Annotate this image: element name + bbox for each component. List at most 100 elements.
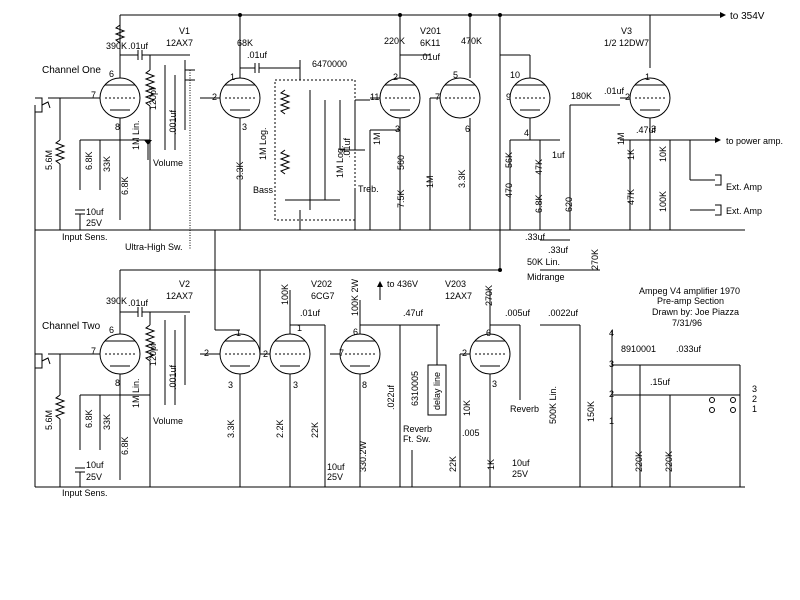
reverb-label: Reverb [510,404,539,414]
v2b-pin-3: 3 [228,380,233,390]
reverb-sw-1: Reverb [403,424,432,434]
v201-pin-6: 6 [465,124,470,134]
v1-pin-6: 6 [109,69,114,79]
component-value-components_v3-6: 620 [564,197,574,212]
component-value-components_ch1b-4: 560 [396,155,406,170]
component-value-components_ch2-6: 6.8K [84,409,94,428]
v203-name: V203 [445,279,466,289]
v201-name: V201 [420,26,441,36]
ext1-label: Ext. Amp [726,182,762,192]
v2-pin-7: 7 [91,346,96,356]
c201-220k: 220K [384,36,405,46]
component-value-components_ch1-4: 1M Lin. [131,120,141,150]
part-tone: 6470000 [312,59,347,69]
component-value-components_ch1-3: .001uf [168,109,178,135]
v203-pin-4: 4 [524,128,529,138]
component-value-components_ch2b-3: 270K [484,285,494,306]
input-sens-2-label: Input Sens. [62,488,108,498]
component-value-components_v3-12: 1M [616,132,626,145]
component-value-components_ch1b-6: 1M [425,175,435,188]
treble-label: Treb. [358,184,379,194]
v201-pin-3: 3 [395,124,400,134]
v2-pin-8: 8 [115,378,120,388]
v203-pin-10: 10 [510,70,520,80]
component-value-components_ch1-7: 33K [102,156,112,172]
component-value-components_ch2b-9: 10uf [512,458,530,468]
component-value-components_ch2-3: .001uf [168,364,178,390]
v203-type: 12AX7 [445,291,472,301]
v203-pin-9: 9 [506,92,511,102]
component-value-components_ch2b-17: 220K [664,451,674,472]
v1b-pin-2: 2 [212,92,217,102]
info-line-3: Drawn by: Joe Piazza [652,307,739,317]
c201-01uf: .01uf [420,52,441,62]
c1-390k: 390K [106,41,127,51]
v201-section [369,30,481,230]
component-value-components_v3-13: 1K [626,149,636,160]
component-value-components_ch2b-8: 1K [486,459,496,470]
component-value-components_v3-5: 6.8K [534,194,544,213]
component-value-components_v3-2: 56K [504,152,514,168]
component-value-components_ch2-16: 10uf [327,462,345,472]
channel-one-label: Channel One [42,65,101,76]
v202-name: V202 [311,279,332,289]
c1-01uf-b: .01uf [247,50,268,60]
c3-47uf: .47uf [636,125,657,135]
out-pin-3: 3 [752,384,757,394]
component-value-components_ch2b-15: .15uf [650,377,671,387]
channel-one-section: Channel One Input Sens. Ultra-High Sw. [35,24,195,252]
component-value-components_v3-16: 10K [658,146,668,162]
v201-pin-2: 2 [393,72,398,82]
component-value-components_ch1b-7: 3.3K [457,169,467,188]
c2-390k: 390K [106,296,127,306]
v202-type: 6CG7 [311,291,335,301]
v2-pin-6: 6 [109,325,114,335]
v1b-pin-3: 3 [242,122,247,132]
component-value-components_ch2-18: 330.2W [358,440,368,472]
c1-68k: 68K [237,38,253,48]
component-value-components_v3-8: .33uf [525,232,546,242]
component-value-components_ch2b-5: 10K [462,400,472,416]
component-value-components_ch2b-2: .022uf [386,384,396,410]
v3-pin-1: 1 [645,72,650,82]
v203b-pin-2: 2 [462,348,467,358]
input-sens-1-label: Input Sens. [62,232,108,242]
component-value-components_ch2-8: 6.8K [120,436,130,455]
v2b-pin-2: 2 [204,348,209,358]
ch2-right-section [200,230,741,487]
component-value-components_ch1-5: 5.6M [44,150,54,170]
component-value-components_ch1b-8: .01uf [342,137,352,158]
sw-pin-3: 3 [609,359,614,369]
component-value-components_ch1b-3: 1M [372,132,382,145]
c1-01uf: .01uf [128,41,149,51]
component-value-components_v3-7: 1uf [552,150,565,160]
channel-two-label: Channel Two [42,321,101,332]
component-value-components_ch2-5: 5.6M [44,410,54,430]
ultra-high-label: Ultra-High Sw. [125,242,183,252]
component-value-components_ch2-15: 22K [310,422,320,438]
v3-pin-2: 2 [625,92,630,102]
component-value-components_ch2-2: 120pf [148,343,158,366]
v1-name: V1 [179,26,190,36]
c3-01uf: .01uf [604,86,625,96]
v202-pin-7: 7 [339,348,344,358]
c2-01uf: .01uf [128,298,149,308]
v2-name: V2 [179,279,190,289]
v203b-pin-3: 3 [492,379,497,389]
component-value-components_ch2-4: 1M Lin. [131,378,141,408]
volume2-label: Volume [153,416,183,426]
component-value-components_ch2-17: 25V [327,472,343,482]
v201-pin-11: 11 [370,92,379,102]
channel-two-section: Channel Two Input Sens. [35,290,190,498]
v202-pin-6: 6 [353,327,358,337]
v202-pin-1: 1 [297,323,302,333]
info-line-4: 7/31/96 [672,318,702,328]
component-value-components_ch1-15: 1M Log. [335,145,345,178]
component-value-components_ch2-12: 100K [280,284,290,305]
bass-label: Bass [253,185,274,195]
v202-pin-8: 8 [362,380,367,390]
delay-line-label: delay line [432,372,442,410]
info-line-2: Pre-amp Section [657,296,724,306]
component-value-components_ch2-9: 10uf [86,460,104,470]
